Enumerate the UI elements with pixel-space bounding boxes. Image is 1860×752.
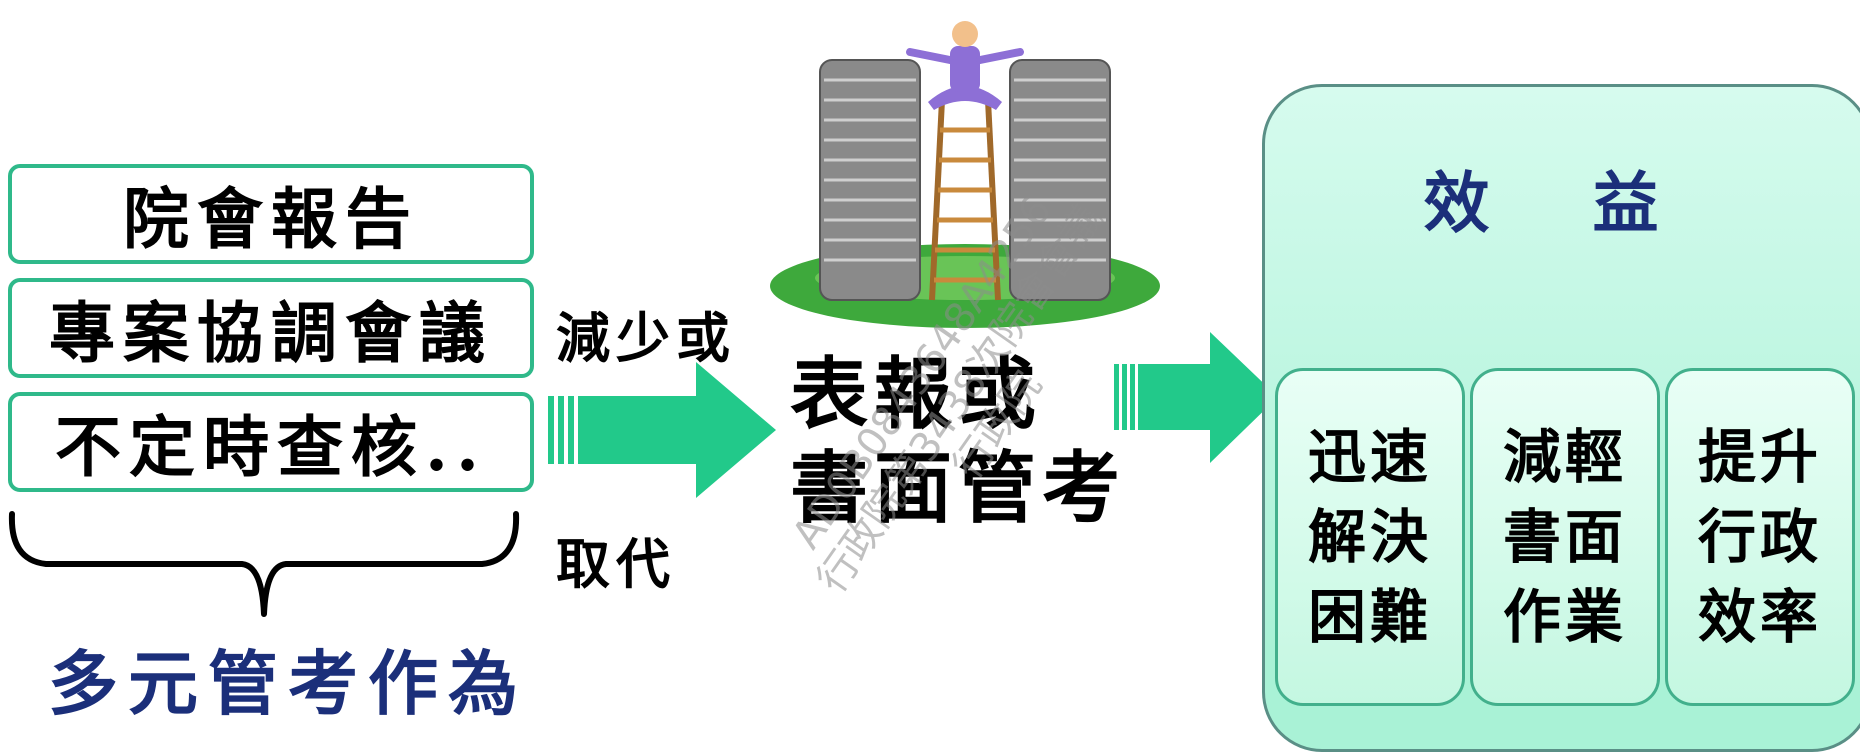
right-arrow-icon — [548, 362, 776, 498]
reduce-label: 減少或 — [556, 306, 736, 370]
card-line: 效率 — [1697, 583, 1822, 651]
right-arrow-icon — [1114, 332, 1278, 463]
box-label: 不定時查核.. — [55, 408, 487, 486]
paper-stacks-ladder-illustration — [770, 21, 1160, 328]
reports-line: 表報或 — [790, 349, 1043, 440]
box-label: 院會報告 — [123, 180, 419, 258]
card-line: 迅速 — [1307, 423, 1432, 491]
card-line: 書面 — [1502, 503, 1627, 571]
reports-line: 書面管考 — [790, 443, 1127, 534]
benefit-card-reduce-paperwork: 減輕 書面 作業 — [1470, 368, 1660, 706]
box-irregular-audit: 不定時查核.. — [8, 392, 534, 492]
reports-text: 表報或 書面管考 — [790, 348, 1126, 536]
benefit-card-resolve: 迅速 解決 困難 — [1275, 368, 1465, 706]
card-line: 減輕 — [1502, 423, 1627, 491]
card-line: 作業 — [1502, 583, 1627, 651]
benefit-title: 效 益 — [1423, 164, 1699, 242]
card-line: 解決 — [1307, 503, 1432, 571]
box-yuan-meeting-report: 院會報告 — [8, 164, 534, 264]
card-line: 行政 — [1697, 503, 1822, 571]
group-label: 多元管考作為 — [48, 642, 528, 725]
card-line: 提升 — [1697, 423, 1822, 491]
box-project-coordination: 專案協調會議 — [8, 278, 534, 378]
box-label: 專案協調會議 — [49, 294, 493, 372]
replace-label: 取代 — [556, 532, 676, 596]
curly-brace-icon — [8, 511, 520, 617]
card-line: 困難 — [1307, 583, 1432, 651]
benefit-card-efficiency: 提升 行政 效率 — [1665, 368, 1855, 706]
